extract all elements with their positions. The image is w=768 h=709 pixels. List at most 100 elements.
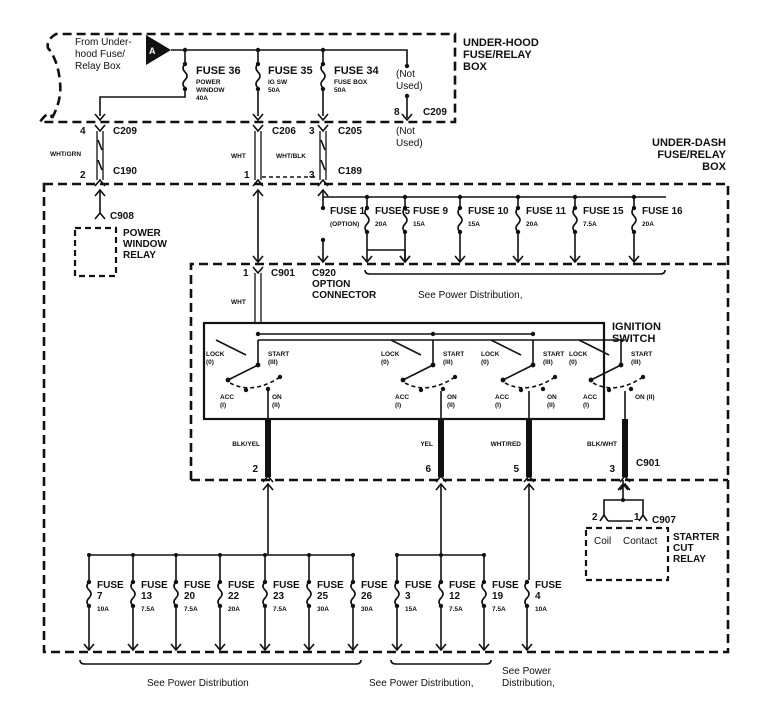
- harness-connectors: 4 C209 WHT/GRN 2 C190 C206 WHT 1 3 C205 …: [50, 113, 362, 187]
- on-position: (II): [272, 402, 280, 409]
- c907-pin-2: 2: [592, 512, 598, 523]
- on-position: (II): [547, 402, 555, 409]
- lock-position: (0): [569, 359, 577, 366]
- c205-label: C205: [338, 126, 362, 137]
- source-label-2: hood Fuse/: [75, 49, 125, 60]
- top-fuse-label: FUSE 1: [330, 206, 365, 217]
- source-marker-triangle: [146, 35, 171, 65]
- c901-bottom-label: C901: [636, 458, 660, 469]
- top-fuse-1: FUSE 1(OPTION): [330, 206, 365, 228]
- c908-label: C908: [110, 211, 134, 222]
- c901-pin: 3: [609, 464, 615, 475]
- fuse-number: 13: [141, 591, 153, 602]
- top-fuse-label: FUSE 9: [413, 206, 448, 217]
- not-used-pin-arrow: [401, 96, 413, 122]
- fuse-label: FUSE: [405, 580, 432, 591]
- ignition-title-2: SWITCH: [612, 333, 655, 345]
- fuse-34-desc-2: 50A: [334, 87, 346, 94]
- fuse-number: 7: [97, 591, 103, 602]
- coil-label: Coil: [594, 536, 611, 547]
- lock-label: LOCK: [206, 351, 225, 358]
- ignition-internal-bus: [258, 333, 625, 341]
- fuse-36-desc-1: POWER: [196, 79, 221, 86]
- start-position: (III): [543, 359, 553, 366]
- under-dash-title-3: BOX: [702, 161, 727, 173]
- acc-position: (I): [220, 402, 226, 409]
- start-label: START: [268, 351, 289, 358]
- acc-label: ACC: [495, 394, 509, 401]
- c920-label-1: C920: [312, 268, 336, 279]
- c206-label: C206: [272, 126, 296, 137]
- c209-right-label: C209: [423, 107, 447, 118]
- ignition-switch: IGNITION SWITCH LOCK(0)START(III)ACC(I)O…: [202, 321, 661, 491]
- output-wire: [265, 419, 271, 477]
- fuse-label: FUSE: [273, 580, 300, 591]
- lock-position: (0): [381, 359, 389, 366]
- start-position: (III): [268, 359, 278, 366]
- fuse-rating: 7.5A: [449, 606, 463, 613]
- top-fuse-label: FUSE 5: [375, 206, 410, 217]
- power-window-relay-label-3: RELAY: [123, 250, 156, 261]
- top-fuse-label: FUSE 11: [526, 206, 566, 217]
- fuse-35-desc-1: IG SW: [268, 79, 288, 86]
- fuse-35: FUSE 35 IG SW 50A: [255, 47, 313, 116]
- acc-label: ACC: [583, 394, 597, 401]
- top-fuse-rating: 7.5A: [583, 221, 597, 228]
- wire-color-label: BLK/YEL: [232, 441, 260, 448]
- top-bracket: [364, 269, 666, 275]
- on-label: ON: [447, 394, 457, 401]
- ignition-sub-box-outline: [189, 262, 728, 480]
- pin-8-label: 8: [394, 107, 400, 118]
- ignition-switch-box: [202, 321, 606, 421]
- start-label: START: [631, 351, 652, 358]
- c907-label: C907: [652, 515, 676, 526]
- fuse-34: FUSE 34 FUSE BOX 50A: [320, 47, 380, 116]
- top-fuse-7: FUSE 16 20A: [628, 194, 683, 264]
- lock-label: LOCK: [481, 351, 500, 358]
- c920-label-2: OPTION: [312, 279, 350, 290]
- acc-position: (I): [395, 402, 401, 409]
- c190-label: C190: [113, 166, 137, 177]
- fuse-rating: 10A: [97, 606, 109, 613]
- c907-terminals: [599, 513, 648, 522]
- c907-pin-1: 1: [634, 512, 640, 523]
- wht-wire-label: WHT: [231, 153, 246, 160]
- start-label: START: [443, 351, 464, 358]
- fuse-number: 23: [273, 591, 285, 602]
- see-power-group3-line1: See Power: [502, 666, 552, 677]
- wht-blk-wire-label: WHT/BLK: [276, 153, 306, 160]
- fuse-rating: 7.5A: [492, 606, 506, 613]
- top-fuse-2: FUSE 5 20A: [361, 194, 410, 264]
- fuse-number: 3: [405, 591, 411, 602]
- starter-cut-relay-box: [584, 526, 670, 582]
- lock-label: LOCK: [381, 351, 400, 358]
- under-hood-box-outline: [37, 32, 457, 124]
- top-fuse-label: FUSE 16: [642, 206, 683, 217]
- fuse-label: FUSE: [449, 580, 476, 591]
- acc-position: (I): [583, 402, 589, 409]
- c189-label: C189: [338, 166, 362, 177]
- see-power-group2: See Power Distribution,: [369, 678, 474, 689]
- source-label-3: Relay Box: [75, 61, 121, 72]
- on-position: (II): [447, 402, 455, 409]
- on-label: ON: [272, 394, 282, 401]
- c205-pin: 3: [309, 126, 315, 137]
- fuse-rating: 7.5A: [184, 606, 198, 613]
- wire-color-label: BLK/WHT: [587, 441, 617, 448]
- source-marker-letter: A: [149, 46, 156, 56]
- power-window-relay-box: [73, 226, 118, 278]
- top-fuse-rating: 20A: [642, 221, 654, 228]
- under-hood-title-2: FUSE/RELAY: [463, 49, 532, 61]
- top-fuse-rating: 20A: [375, 221, 387, 228]
- lock-position: (0): [206, 359, 214, 366]
- under-hood-bus: [171, 49, 408, 66]
- fuse-label: FUSE: [361, 580, 388, 591]
- acc-label: ACC: [220, 394, 234, 401]
- fuse-35-label: FUSE 35: [268, 65, 313, 77]
